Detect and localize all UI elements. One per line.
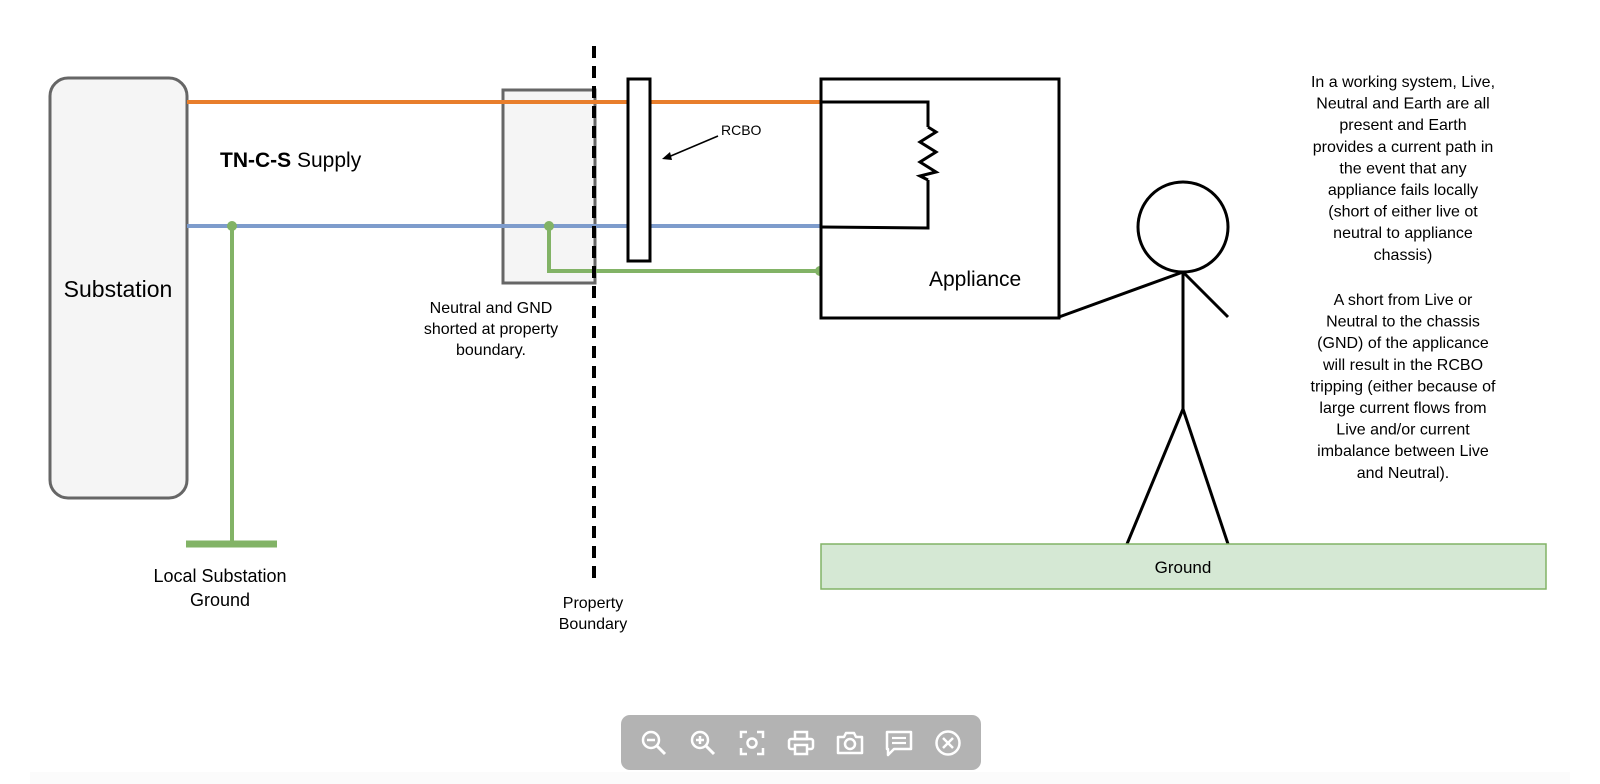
text-line: In a working system, Live, [1311, 74, 1495, 91]
resistor [915, 125, 940, 182]
text-line: Ground [190, 590, 250, 610]
text-line: chassis) [1374, 247, 1433, 264]
text-line: Neutral and Earth are all [1316, 96, 1489, 113]
supply-label-bold: TN-C-S [220, 149, 291, 172]
person-arm-free [1181, 270, 1230, 319]
screenshot-button[interactable] [832, 725, 868, 761]
boundary-neutral-junction [544, 221, 554, 231]
text-line: Property [563, 595, 623, 612]
appliance-box [819, 77, 1061, 320]
close-button[interactable] [930, 725, 966, 761]
rcbo-label: RCBO [721, 122, 762, 138]
text-line: (GND) of the applicance [1317, 335, 1489, 352]
supply-label: TN-C-S Supply [220, 149, 362, 172]
person-leg-right [1181, 408, 1230, 545]
fit-screen-button[interactable] [734, 725, 770, 761]
print-icon [787, 730, 815, 755]
comment-icon [885, 730, 913, 756]
ground-label: Ground [1155, 558, 1212, 577]
zoom-out-button[interactable] [636, 725, 672, 761]
rcbo-device [626, 77, 652, 263]
substation-label: Substation [64, 276, 173, 302]
zoom-out-icon [641, 730, 667, 755]
text-line: neutral to appliance [1333, 225, 1473, 242]
text-line: A short from Live or [1334, 292, 1473, 309]
viewer-toolbar [621, 715, 981, 770]
text-line: Neutral to the chassis [1326, 314, 1480, 331]
rcbo-arrowhead [662, 152, 672, 160]
text-line: tripping (either because of [1311, 378, 1497, 395]
neutral-gnd-note: Neutral and GND shorted at property bounda… [424, 300, 558, 359]
camera-icon [836, 731, 864, 754]
bottom-strip [30, 772, 1570, 784]
appliance-label: Appliance [929, 268, 1021, 291]
substation-box [48, 76, 189, 500]
fit-screen-icon [739, 730, 765, 755]
text-line: imbalance between Live [1317, 443, 1489, 460]
substation-neutral-junction [227, 221, 237, 231]
text-line: the event that any [1339, 160, 1466, 177]
earth-wire [547, 226, 820, 273]
text-line: present and Earth [1339, 117, 1466, 134]
text-line: provides a current path in [1313, 139, 1494, 156]
zoom-in-icon [690, 730, 716, 755]
text-line: Local Substation [153, 566, 286, 586]
zoom-in-button[interactable] [685, 725, 721, 761]
appliance-live-lead [821, 100, 930, 127]
text-line: shorted at property [424, 321, 558, 338]
close-icon [935, 729, 961, 756]
text-line: boundary. [456, 342, 526, 359]
person-arm-touching [1058, 270, 1184, 319]
explanation-working-system: In a working system, Live, Neutral and Ea… [1311, 74, 1495, 264]
person-head [1136, 180, 1230, 274]
text-line: Live and/or current [1336, 422, 1470, 439]
text-line: large current flows from [1319, 400, 1486, 417]
text-line: (short of either live ot [1328, 204, 1478, 221]
person-figure [1058, 180, 1230, 545]
ground-block [820, 543, 1547, 590]
supply-label-rest: Supply [291, 149, 362, 172]
text-line: and Neutral). [1357, 465, 1450, 482]
explanation-short-circuit: A short from Live or Neutral to the chass… [1311, 292, 1497, 482]
comment-button[interactable] [881, 725, 917, 761]
print-button[interactable] [783, 725, 819, 761]
rcbo-arrow [665, 135, 719, 159]
person-leg-left [1125, 408, 1185, 545]
text-line: will result in the RCBO [1322, 357, 1483, 374]
text-line: Boundary [559, 616, 628, 633]
text-line: appliance fails locally [1328, 182, 1478, 199]
appliance-neutral-lead [820, 180, 930, 230]
text-line: Neutral and GND [430, 300, 553, 317]
